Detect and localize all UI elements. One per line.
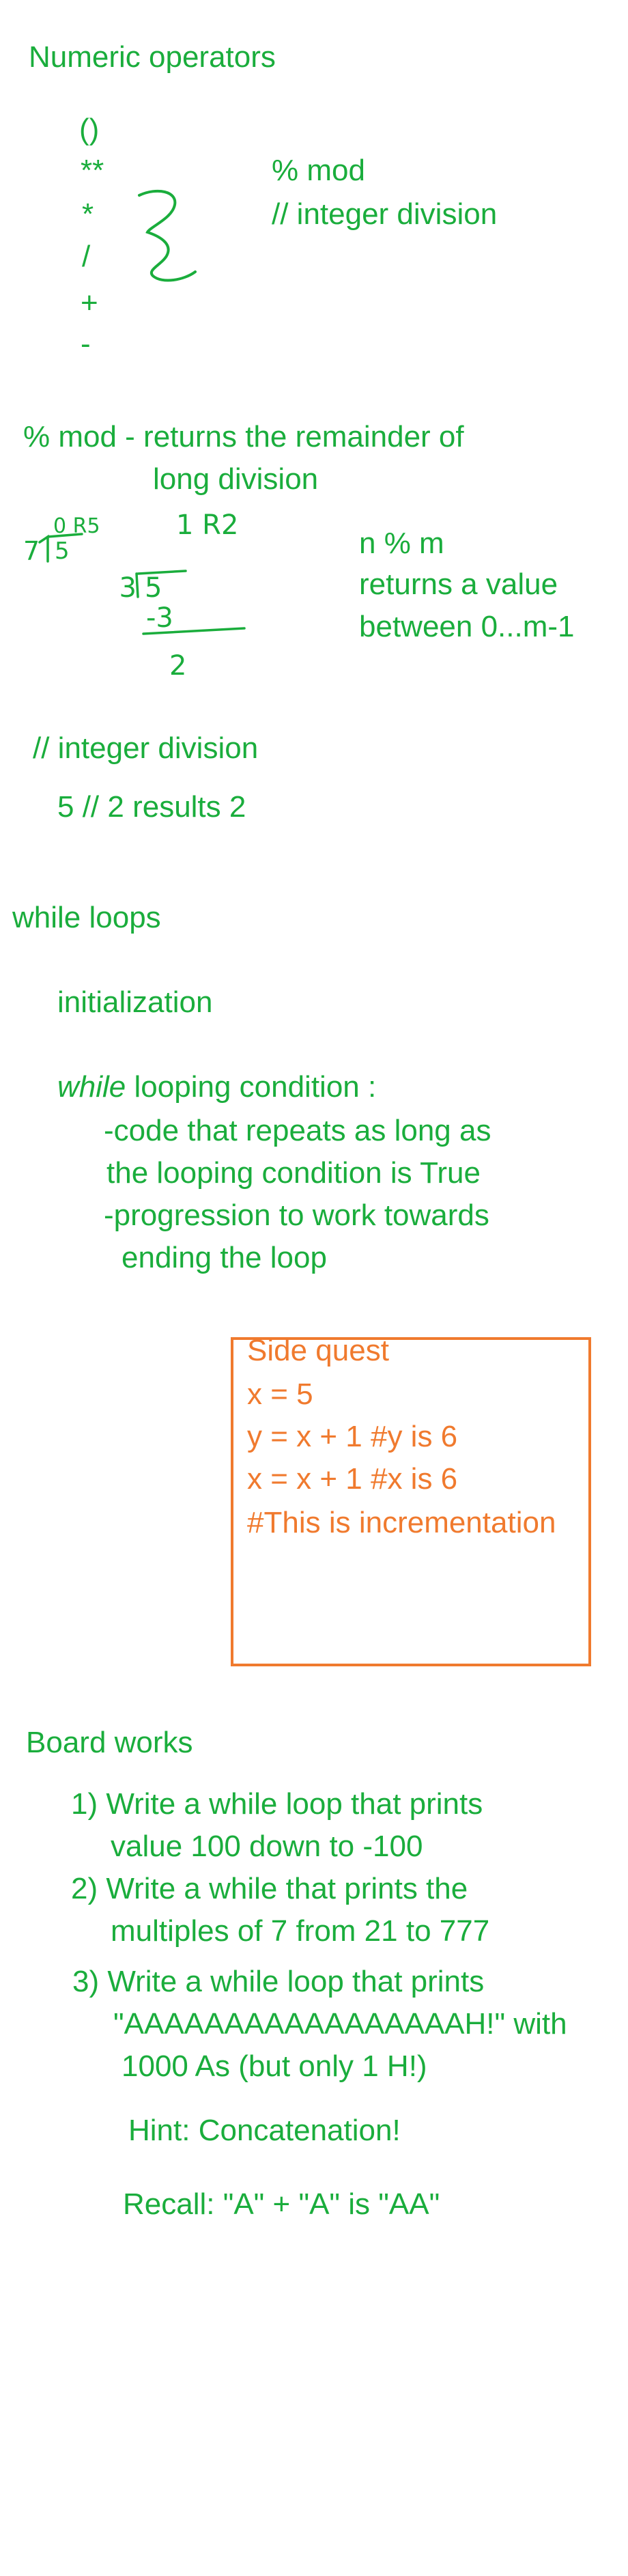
board-works-title: Board works [26, 1726, 193, 1759]
long-division-sketch: 0 R5 7 5 1 R2 3 5 -3 2 [23, 509, 246, 682]
main-dividend: 5 [145, 572, 162, 604]
small-divisor: 7 [23, 536, 40, 566]
while-line-3: -progression to work towards [104, 1199, 489, 1232]
board-item-3-line2: "AAAAAAAAAAAAAAAAAH!" with [113, 2007, 567, 2041]
board-recall: Recall: "A" + "A" is "AA" [123, 2187, 440, 2221]
operator-exponent: ** [81, 154, 104, 187]
main-quotient: 1 R2 [176, 509, 238, 541]
mod-note-line2: returns a value [359, 568, 558, 601]
operator-multiply: * [82, 197, 94, 231]
while-line-2: the looping condition is True [106, 1156, 481, 1190]
intdiv-title: // integer division [33, 731, 259, 765]
side-quest-line-2: y = x + 1 #y is 6 [247, 1420, 458, 1453]
while-condition: while looping condition : [57, 1069, 376, 1105]
numeric-operators-title: Numeric operators [29, 40, 276, 74]
operator-subtract: - [81, 327, 91, 361]
board-item-1-line1: 1) Write a while loop that prints [71, 1787, 483, 1821]
while-condition-text: looping condition : [126, 1070, 377, 1104]
note-integer-division: // integer division [272, 197, 498, 231]
remainder-value: 2 [169, 650, 186, 682]
operator-add: + [81, 286, 98, 320]
side-quest-line-4: #This is incrementation [247, 1506, 556, 1539]
side-quest-box [231, 1337, 591, 1666]
note-mod: % mod [272, 154, 365, 187]
operator-parentheses: () [79, 113, 100, 146]
side-quest-line-1: x = 5 [247, 1377, 313, 1411]
while-keyword: while [57, 1070, 126, 1104]
board-item-3-line3: 1000 As (but only 1 H!) [122, 2049, 427, 2083]
operator-divide: / [82, 240, 91, 273]
board-hint: Hint: Concatenation! [128, 2114, 401, 2147]
mod-title-line1: % mod - returns the remainder of [23, 420, 464, 453]
while-line-4: ending the loop [122, 1241, 327, 1274]
small-dividend: 5 [55, 537, 70, 565]
mod-note-line1: n % m [359, 527, 444, 560]
side-quest-line-3: x = x + 1 #x is 6 [247, 1462, 458, 1496]
while-line-1: -code that repeats as long as [104, 1114, 491, 1147]
subtract-value: -3 [146, 602, 173, 634]
intdiv-example: 5 // 2 results 2 [57, 790, 246, 824]
board-item-3-line1: 3) Write a while loop that prints [72, 1965, 485, 1998]
board-item-2-line2: multiples of 7 from 21 to 777 [111, 1914, 490, 1948]
while-initialization: initialization [57, 985, 213, 1019]
board-item-2-line1: 2) Write a while that prints the [71, 1872, 468, 1905]
main-divisor: 3 [119, 572, 137, 604]
board-item-1-line2: value 100 down to -100 [111, 1830, 423, 1863]
brace-icon [138, 189, 197, 282]
side-quest-title: Side quest [247, 1334, 389, 1367]
mod-note-line3: between 0...m-1 [359, 610, 575, 643]
small-quotient: 0 R5 [53, 514, 100, 538]
while-title: while loops [12, 901, 161, 934]
mod-title-line2: long division [153, 462, 319, 496]
